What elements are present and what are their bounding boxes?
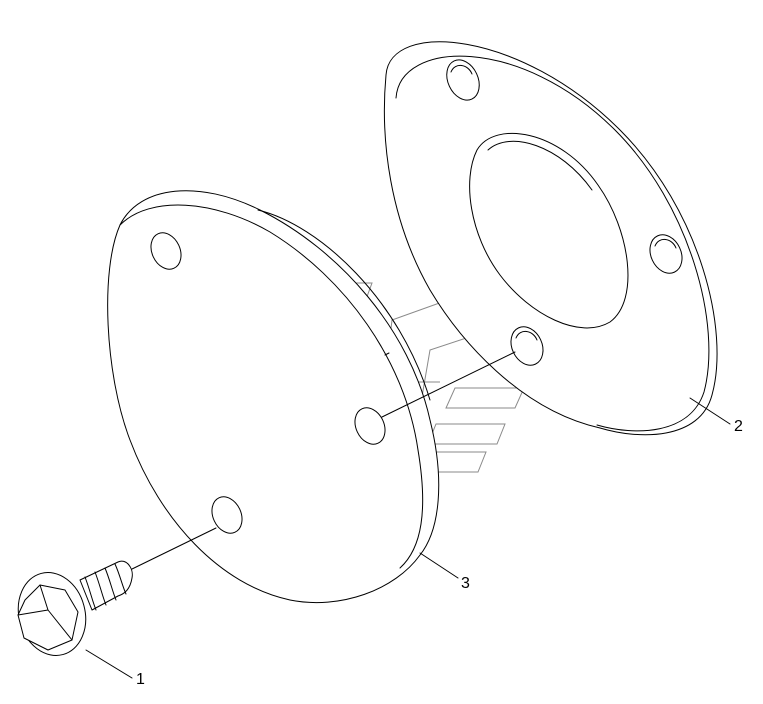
callout-label: 2 xyxy=(734,418,743,435)
callout-label: 3 xyxy=(461,575,470,592)
flange-ring-part xyxy=(383,41,718,436)
disc-plate-part xyxy=(107,190,440,604)
callout-3: 3 xyxy=(419,552,470,592)
assembly-axis-lines xyxy=(129,351,516,571)
callout-1: 1 xyxy=(85,649,145,688)
callout-2: 2 xyxy=(689,397,743,435)
bolt-part xyxy=(17,560,133,656)
callout-label: 1 xyxy=(136,671,145,688)
